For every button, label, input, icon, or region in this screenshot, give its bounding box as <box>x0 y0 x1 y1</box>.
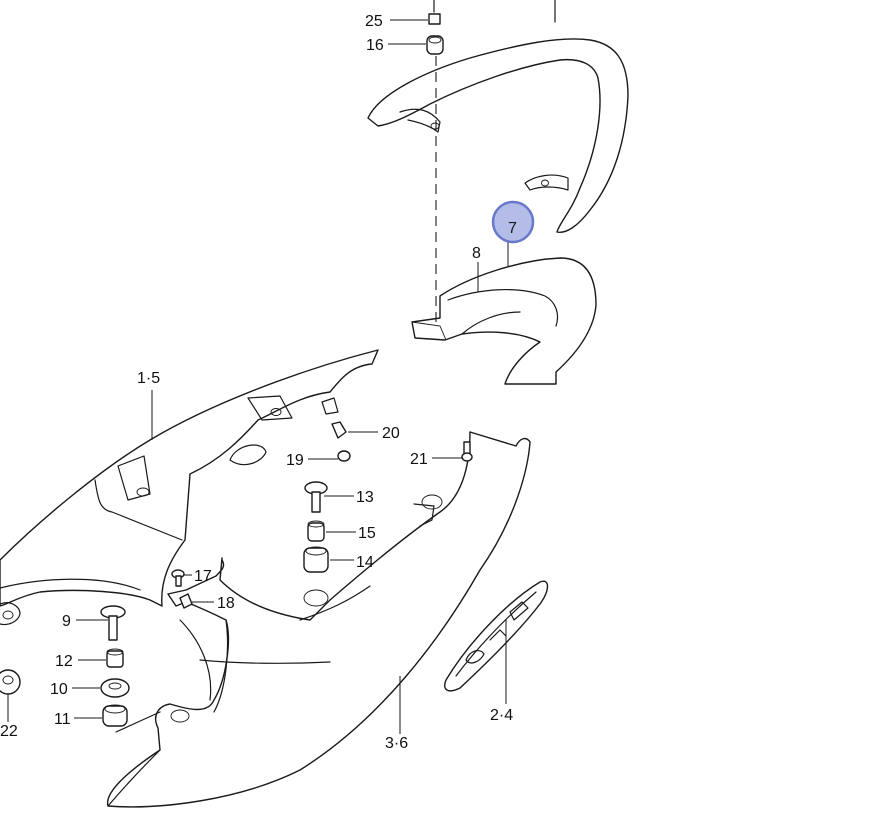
label-15: 15 <box>358 525 376 542</box>
highlight-marker[interactable]: 7 <box>491 200 535 244</box>
label-1-5: 1·5 <box>137 370 160 387</box>
label-14: 14 <box>356 554 374 571</box>
label-16: 16 <box>366 37 384 54</box>
label-12: 12 <box>55 653 73 670</box>
label-20: 20 <box>382 425 400 442</box>
emblem <box>444 580 549 692</box>
label-25: 25 <box>365 13 383 30</box>
leader-lines <box>7 19 509 734</box>
rear-cowl <box>106 431 531 808</box>
part-labels: 25 16 8 1·5 20 19 21 13 15 14 17 18 9 12… <box>0 13 513 752</box>
label-19: 19 <box>286 452 304 469</box>
label-17: 17 <box>194 568 212 585</box>
label-18: 18 <box>217 595 235 612</box>
label-21: 21 <box>410 451 428 468</box>
grab-rail <box>367 0 629 233</box>
label-8: 8 <box>472 245 481 262</box>
seat-tail-frame <box>0 349 379 626</box>
label-9: 9 <box>62 613 71 630</box>
label-10: 10 <box>50 681 68 698</box>
highlight-circle[interactable] <box>491 200 535 244</box>
tail-cowl-cap <box>411 257 597 385</box>
fasteners <box>0 0 473 727</box>
label-13: 13 <box>356 489 374 506</box>
label-7: 7 <box>508 220 517 237</box>
label-3-6: 3·6 <box>385 735 408 752</box>
label-2-4: 2·4 <box>490 707 513 724</box>
label-22: 22 <box>0 723 18 740</box>
label-11: 11 <box>54 711 71 728</box>
